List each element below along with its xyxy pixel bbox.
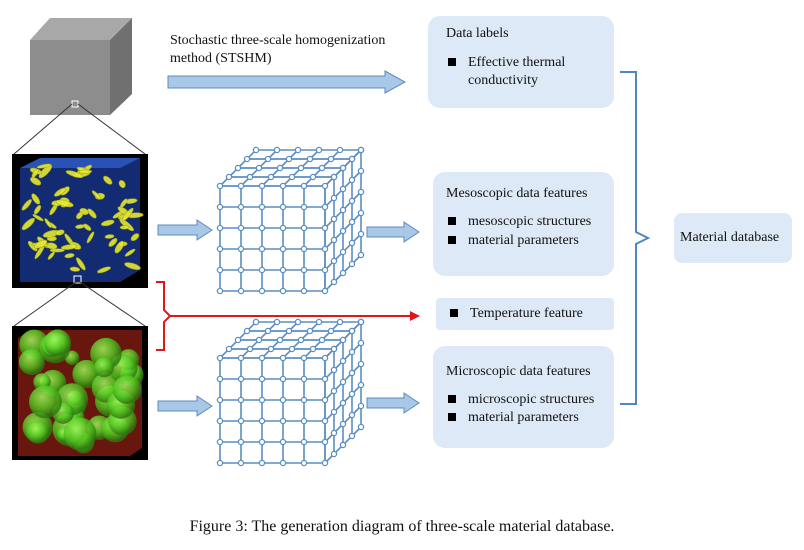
micro-features-box: Microscopic data features microscopic st… xyxy=(433,346,614,448)
temperature-arrowhead xyxy=(410,311,420,321)
micro-input-arrow xyxy=(157,395,213,417)
macro-cube-icon xyxy=(30,18,132,115)
microscopic-image xyxy=(12,326,148,460)
meso-item: mesoscopic structures xyxy=(448,213,591,231)
bullet-square-icon xyxy=(448,236,456,244)
data-labels-box: Data labels Effective thermal conductivi… xyxy=(428,16,614,108)
meso-title: Mesoscopic data features xyxy=(446,186,588,201)
bullet-square-icon xyxy=(450,309,458,317)
meso-input-arrow xyxy=(157,219,213,241)
bullet-square-icon xyxy=(448,413,456,421)
stshm-line-1: Stochastic three-scale homogenization xyxy=(170,33,386,48)
figure-caption: Figure 3: The generation diagram of thre… xyxy=(189,518,615,535)
bullet-square-icon xyxy=(448,58,456,66)
zoom-line xyxy=(77,103,146,155)
database-brace xyxy=(620,71,651,405)
zoom-line xyxy=(13,103,73,155)
micro-title: Microscopic data features xyxy=(446,364,591,379)
meso-output-arrow xyxy=(366,221,420,243)
data-labels-title: Data labels xyxy=(446,26,509,41)
data-label-line-2: conductivity xyxy=(468,73,538,88)
micro-lattice-icon xyxy=(216,318,365,467)
red-bracket xyxy=(156,281,172,351)
micro-item: material parameters xyxy=(448,409,579,427)
data-label-line-1: Effective thermal xyxy=(468,55,566,70)
micro-output-arrow xyxy=(366,392,420,414)
stshm-arrow xyxy=(167,70,407,94)
zoom-line xyxy=(13,281,77,327)
stshm-line-2: method (STSHM) xyxy=(170,51,272,66)
temperature-box: Temperature feature xyxy=(436,298,614,330)
meso-lattice-icon xyxy=(216,146,365,295)
bullet-square-icon xyxy=(448,217,456,225)
stshm-label: Stochastic three-scale homogenization me… xyxy=(170,32,385,68)
temperature-item: Temperature feature xyxy=(450,305,583,323)
meso-item: material parameters xyxy=(448,232,579,250)
mesoscopic-image xyxy=(12,154,148,288)
data-labels-item: Effective thermal conductivity xyxy=(448,54,565,90)
bullet-square-icon xyxy=(448,395,456,403)
zoom-line xyxy=(79,281,146,327)
micro-item: microscopic structures xyxy=(448,391,594,409)
material-database-box: Material database xyxy=(674,213,792,263)
meso-features-box: Mesoscopic data features mesoscopic stru… xyxy=(433,172,614,276)
material-database-label: Material database xyxy=(680,230,780,245)
